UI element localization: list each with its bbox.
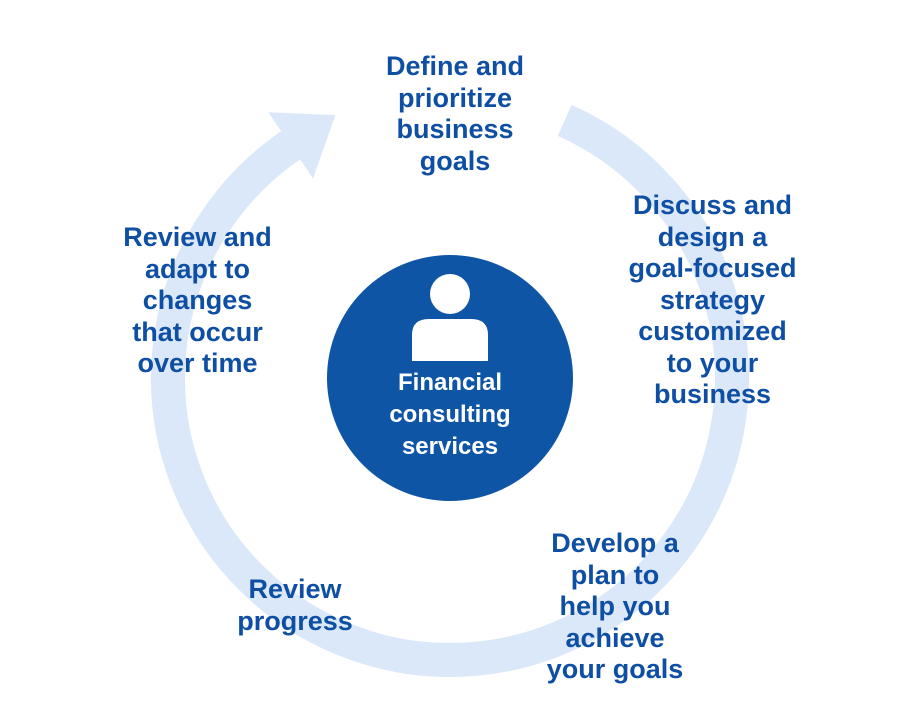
cycle-arrowhead <box>268 112 336 179</box>
center-circle: Financial consulting services <box>327 255 573 501</box>
step-develop-plan: Develop a plan to help you achieve your … <box>546 528 684 684</box>
person-icon <box>412 274 488 361</box>
step-review-adapt: Review and adapt to changes that occur o… <box>123 222 272 378</box>
step-design-strategy: Discuss and design a goal-focused strate… <box>628 190 797 409</box>
center-label: Financial consulting services <box>389 369 511 460</box>
step-define-goals: Define and prioritize business goals <box>385 51 525 176</box>
cycle-ring-arc <box>150 104 749 677</box>
step-review-progress: Review progress <box>237 574 353 636</box>
